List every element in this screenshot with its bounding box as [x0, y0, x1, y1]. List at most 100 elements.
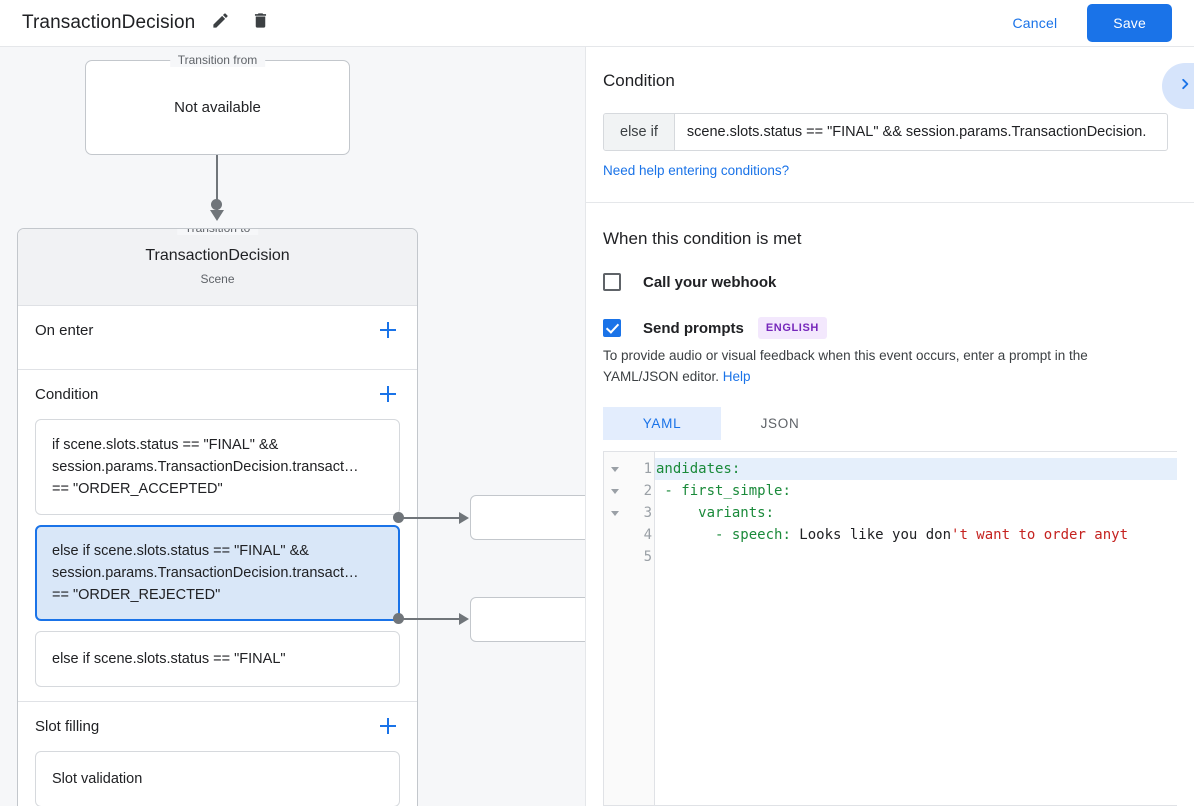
section-condition: Condition if scene.slots.status == "FINA… [18, 370, 417, 702]
transition-from-legend: Transition from [169, 53, 266, 67]
scene-name: TransactionDecision [145, 247, 290, 264]
code-content[interactable]: andidates: - first_simple: variants: - s… [655, 452, 1177, 805]
cancel-button[interactable]: Cancel [999, 6, 1072, 40]
save-button[interactable]: Save [1087, 4, 1172, 42]
scene-header[interactable]: TransactionDecision Scene [18, 229, 417, 306]
section-header-condition: Condition [35, 370, 400, 419]
pencil-icon [211, 11, 230, 35]
section-title-condition: Condition [35, 385, 99, 403]
section-slot-filling: Slot filling Slot validation [18, 702, 417, 806]
connector-dot [211, 199, 222, 210]
prompts-description-text: To provide audio or visual feedback when… [603, 348, 1088, 384]
section-title-on-enter: On enter [35, 321, 94, 339]
condition-card-1[interactable]: if scene.slots.status == "FINAL" && sess… [35, 418, 400, 515]
send-prompts-row: Send prompts ENGLISH [603, 317, 1177, 339]
code-token: andidates: [656, 461, 741, 477]
code-token: - [656, 483, 682, 499]
condition-prefix-label: else if [604, 114, 675, 150]
delete-button[interactable] [245, 8, 275, 38]
tab-yaml[interactable]: YAML [603, 407, 721, 440]
condition-input-row[interactable]: else if scene.slots.status == "FINAL" &&… [603, 113, 1168, 151]
add-on-enter-button[interactable] [376, 318, 400, 342]
app-header: TransactionDecision Cancel Save [0, 0, 1194, 47]
chevron-down-icon [611, 466, 619, 472]
send-prompts-label: Send prompts [643, 319, 744, 337]
slot-validation-card[interactable]: Slot validation [35, 750, 400, 806]
section-on-enter: On enter [18, 306, 417, 370]
chevron-down-icon [611, 510, 619, 516]
send-prompts-checkbox[interactable] [603, 319, 621, 337]
connector-line [216, 155, 218, 217]
prompts-help-link[interactable]: Help [722, 369, 751, 384]
code-line-5 [655, 546, 1177, 568]
condition-link-arrow-2 [393, 613, 473, 625]
page-title: TransactionDecision [22, 12, 196, 33]
transition-from-value: Not available [174, 99, 261, 116]
fold-toggle-5 [604, 546, 626, 568]
transition-from-node[interactable]: Transition from Not available [85, 53, 350, 155]
condition-panel-title: Condition [603, 71, 675, 90]
fold-toggle-2[interactable] [604, 480, 626, 502]
prompts-description: To provide audio or visual feedback when… [603, 345, 1165, 387]
code-line-2: - first_simple: [655, 480, 1177, 502]
code-token: - [656, 527, 732, 543]
line-number: 4 [643, 527, 652, 543]
transition-to-node: Transition to TransactionDecision Scene … [17, 228, 418, 806]
link-source-dot [393, 512, 404, 523]
yaml-code-editor[interactable]: 1 2 3 4 5 andidates: - first_simple: variant… [603, 451, 1177, 806]
code-line-1: andidates: [655, 458, 1177, 480]
section-title-slot-filling: Slot filling [35, 717, 100, 735]
code-token: speech [731, 527, 783, 543]
target-node-1[interactable] [470, 495, 585, 540]
condition-card-2[interactable]: else if scene.slots.status == "FINAL" &&… [35, 524, 400, 621]
editor-format-tabs: YAML JSON [603, 407, 1177, 440]
add-condition-button[interactable] [376, 382, 400, 406]
language-badge: ENGLISH [757, 317, 827, 339]
when-condition-met-block: When this condition is met Call your web… [586, 203, 1194, 806]
link-arrowhead-icon [459, 613, 469, 625]
when-met-title: When this condition is met [603, 229, 802, 248]
link-arrowhead-icon [459, 512, 469, 524]
trash-icon [251, 11, 270, 35]
condition-block: Condition else if scene.slots.status == … [586, 47, 1194, 203]
line-number: 1 [643, 461, 652, 477]
code-line-numbers: 1 2 3 4 5 [626, 452, 655, 805]
code-token: Looks like you don [799, 527, 952, 543]
condition-detail-panel: Condition else if scene.slots.status == … [586, 47, 1194, 806]
code-line-3: variants: [655, 502, 1177, 524]
connector-arrowhead-icon [210, 210, 224, 221]
condition-help-link[interactable]: Need help entering conditions? [603, 163, 790, 178]
transition-to-legend: Transition to [176, 228, 259, 235]
line-number: 5 [643, 549, 652, 565]
code-token: variants: [656, 505, 775, 521]
scene-type: Scene [200, 271, 235, 286]
edit-name-button[interactable] [205, 8, 235, 38]
link-line [403, 517, 462, 519]
line-number: 2 [643, 483, 652, 499]
section-header-slot-filling: Slot filling [35, 702, 400, 751]
condition-expression-input[interactable]: scene.slots.status == "FINAL" && session… [686, 124, 1147, 140]
code-fold-gutter[interactable] [604, 452, 626, 805]
link-line [403, 618, 462, 620]
code-token: : [782, 527, 800, 543]
scene-graph-canvas[interactable]: Transition from Not available Transition… [0, 47, 586, 806]
body-split: Transition from Not available Transition… [0, 47, 1194, 806]
code-token: 't want to order anyt [951, 527, 1129, 543]
section-header-on-enter: On enter [35, 306, 400, 355]
chevron-right-icon [1174, 73, 1194, 100]
expand-panel-button[interactable] [1162, 63, 1194, 109]
fold-toggle-3[interactable] [604, 502, 626, 524]
call-webhook-checkbox[interactable] [603, 273, 621, 291]
code-token: first_simple: [681, 483, 791, 499]
code-line-4: - speech: Looks like you don't want to o… [655, 524, 1177, 546]
fold-toggle-1[interactable] [604, 458, 626, 480]
condition-card-3[interactable]: else if scene.slots.status == "FINAL" [35, 630, 400, 687]
call-webhook-label: Call your webhook [643, 273, 777, 291]
add-slot-filling-button[interactable] [376, 714, 400, 738]
tab-json[interactable]: JSON [760, 416, 800, 431]
link-source-dot [393, 613, 404, 624]
condition-link-arrow-1 [393, 512, 473, 524]
target-node-2[interactable] [470, 597, 585, 642]
line-number: 3 [643, 505, 652, 521]
